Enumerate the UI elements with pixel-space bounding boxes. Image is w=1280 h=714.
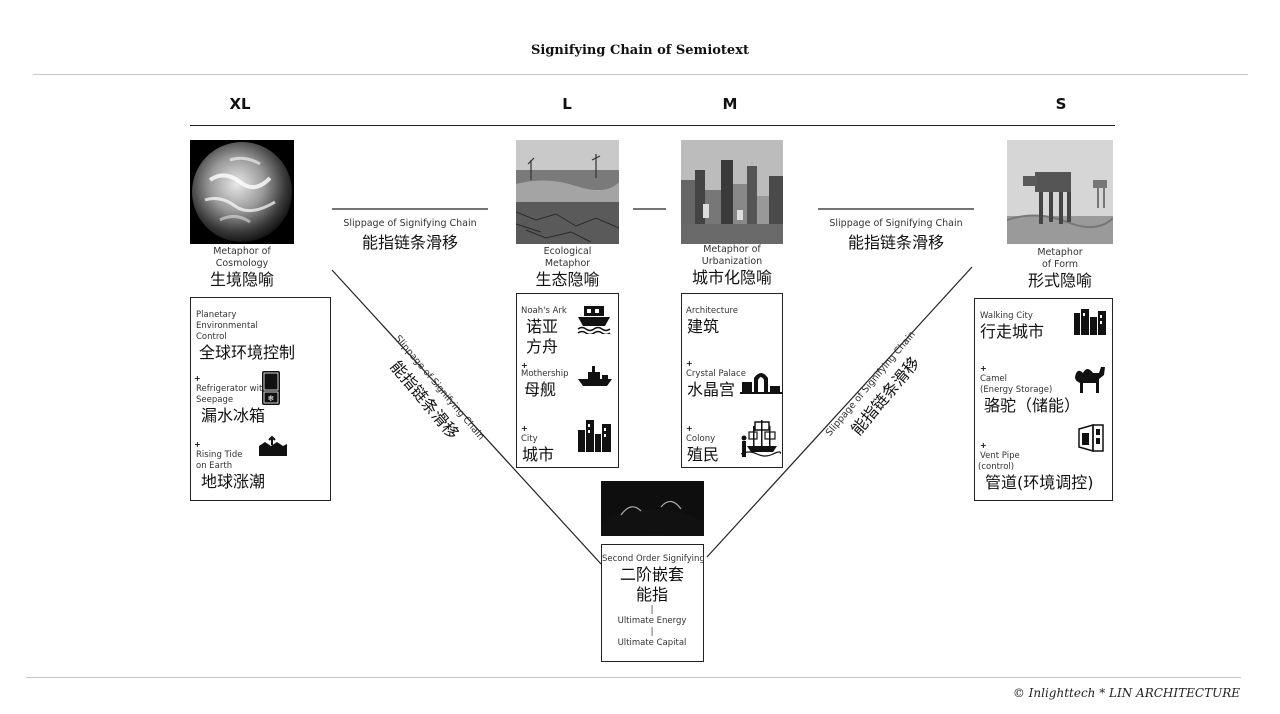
- city-icon: [578, 420, 611, 452]
- center-label-zh: 能指: [635, 585, 668, 604]
- xl-caption-en-2: Cosmology: [215, 258, 269, 269]
- separator: |: [650, 627, 654, 637]
- l-item-1-zh: 诺亚: [526, 317, 559, 336]
- xl-item-1-en: Planetary: [196, 310, 237, 320]
- s-item-2-en: (Energy Storage): [980, 385, 1053, 395]
- scale-m: M: [722, 95, 738, 113]
- slippage-label-right: Slippage of Signifying Chain 能指链条滑移: [818, 218, 974, 253]
- footer-credit: © Inlighttech * LIN ARCHITECTURE: [1012, 686, 1240, 700]
- s-caption: Metaphor of Form 形式隐喻: [1007, 247, 1113, 291]
- xl-item-2-en: Seepage: [196, 395, 234, 405]
- s-item-3-en: (control): [978, 462, 1015, 472]
- xl-item-1-en: Environmental: [196, 321, 258, 331]
- l-item-1-zh: 方舟: [526, 337, 559, 356]
- m-caption-en-1: Metaphor of: [703, 244, 761, 255]
- slippage-label-en: Slippage of Signifying Chain: [343, 218, 477, 229]
- xl-item-3-en: Rising Tide: [196, 450, 243, 460]
- rising-tide-icon: [259, 436, 287, 456]
- m-item-3-zh: 殖民: [687, 445, 720, 464]
- center-label-en: Second Order Signifying: [602, 554, 705, 564]
- ship-icon: [578, 366, 612, 386]
- plus-marker: +: [686, 359, 693, 368]
- m-caption-zh: 城市化隐喻: [691, 268, 772, 287]
- slippage-label-en: Slippage of Signifying Chain: [829, 218, 963, 229]
- m-caption-en-2: Urbanization: [701, 256, 763, 267]
- xl-item-2-en: Refrigerator with: [196, 384, 268, 394]
- s-item-3-en: Vent Pipe: [980, 451, 1020, 461]
- page-title: Signifying Chain of Semiotext: [531, 43, 749, 58]
- svg-text:❄: ❄: [268, 394, 275, 403]
- xl-caption: Metaphor of Cosmology 生境隐喻: [190, 246, 294, 290]
- refrigerator-icon: ❄: [262, 371, 280, 405]
- bottom-divider: [26, 677, 1241, 678]
- l-caption-en-1: Ecological: [543, 246, 592, 257]
- xl-caption-en-1: Metaphor of: [213, 246, 271, 257]
- plus-marker: +: [521, 361, 528, 370]
- s-item-2-en: Camel: [980, 374, 1008, 384]
- m-item-2-zh: 水晶宫: [687, 380, 736, 399]
- m-item-1-zh: 建筑: [687, 317, 720, 336]
- slippage-label-zh: 能指链条滑移: [847, 233, 944, 252]
- s-item-3-zh: 管道(环境调控): [985, 473, 1094, 492]
- scale-divider: [190, 125, 1115, 126]
- l-item-3-en: City: [521, 434, 538, 444]
- m-item-1-en: Architecture: [686, 306, 739, 316]
- center-sub-2: Ultimate Capital: [617, 638, 687, 648]
- s-item-1-en: Walking City: [980, 311, 1033, 321]
- xl-item-1-zh: 全球环境控制: [199, 343, 296, 362]
- m-item-2-en: Crystal Palace: [686, 369, 746, 379]
- camel-icon: [1075, 367, 1105, 393]
- center-box: Second Order Signifying 二阶嵌套 能指 | Ultima…: [601, 544, 705, 662]
- center-label-zh: 二阶嵌套: [619, 565, 684, 584]
- earth-photo: [190, 140, 294, 244]
- solar-surface-photo: [601, 481, 704, 536]
- center-sub-1: Ultimate Energy: [617, 616, 687, 626]
- xl-item-1-en: Control: [196, 332, 227, 342]
- plus-marker: +: [521, 424, 528, 433]
- xl-item-3-zh: 地球涨潮: [201, 472, 266, 491]
- xl-item-2-zh: 漏水冰箱: [201, 406, 266, 425]
- xl-caption-zh: 生境隐喻: [209, 270, 274, 289]
- s-caption-en-1: Metaphor: [1037, 247, 1083, 258]
- scale-s: S: [1055, 95, 1067, 113]
- door-icon: [1078, 424, 1104, 452]
- urban-city-photo: [681, 140, 783, 244]
- plus-marker: +: [194, 374, 201, 383]
- l-item-1-en: Noah's Ark: [521, 306, 567, 316]
- xl-item-3-en: on Earth: [196, 461, 233, 471]
- plus-marker: +: [686, 424, 693, 433]
- slippage-label-left: Slippage of Signifying Chain 能指链条滑移: [332, 218, 488, 253]
- s-item-2-zh: 骆驼（储能）: [984, 396, 1081, 415]
- s-box: Walking City 行走城市 + Camel (Energy Storag…: [974, 298, 1113, 501]
- plus-marker: +: [980, 441, 987, 450]
- l-item-2-zh: 母舰: [524, 380, 557, 399]
- slippage-label-zh: 能指链条滑移: [361, 233, 458, 252]
- l-box: Noah's Ark 诺亚 方舟 + Mothership 母舰 + City …: [516, 293, 619, 468]
- s-caption-zh: 形式隐喻: [1027, 271, 1092, 290]
- dry-land-photo: [516, 140, 619, 244]
- crystal-palace-icon: [740, 373, 782, 394]
- sailing-ship-icon: [740, 420, 781, 457]
- ark-icon: [577, 306, 611, 334]
- s-item-1-zh: 行走城市: [980, 322, 1045, 341]
- s-caption-en-2: of Form: [1041, 259, 1079, 270]
- xl-box: Planetary Environmental Control 全球环境控制 +…: [190, 297, 331, 501]
- walking-city-icon: [1074, 309, 1106, 335]
- at-at-walker-photo: [1007, 140, 1113, 244]
- separator: |: [650, 605, 654, 615]
- top-divider: [33, 74, 1248, 75]
- m-item-3-en: Colony: [686, 434, 716, 444]
- l-item-3-zh: 城市: [522, 445, 555, 464]
- m-box: Architecture 建筑 + Crystal Palace 水晶宫 + C…: [681, 293, 783, 468]
- l-caption-zh: 生态隐喻: [535, 270, 600, 289]
- l-caption-en-2: Metaphor: [544, 258, 591, 269]
- plus-marker: +: [980, 364, 987, 373]
- m-caption: Metaphor of Urbanization 城市化隐喻: [671, 244, 793, 288]
- scale-xl: XL: [229, 95, 251, 113]
- l-item-2-en: Mothership: [521, 369, 569, 379]
- l-caption: Ecological Metaphor 生态隐喻: [516, 246, 619, 290]
- plus-marker: +: [194, 440, 201, 449]
- scale-l: L: [562, 95, 572, 113]
